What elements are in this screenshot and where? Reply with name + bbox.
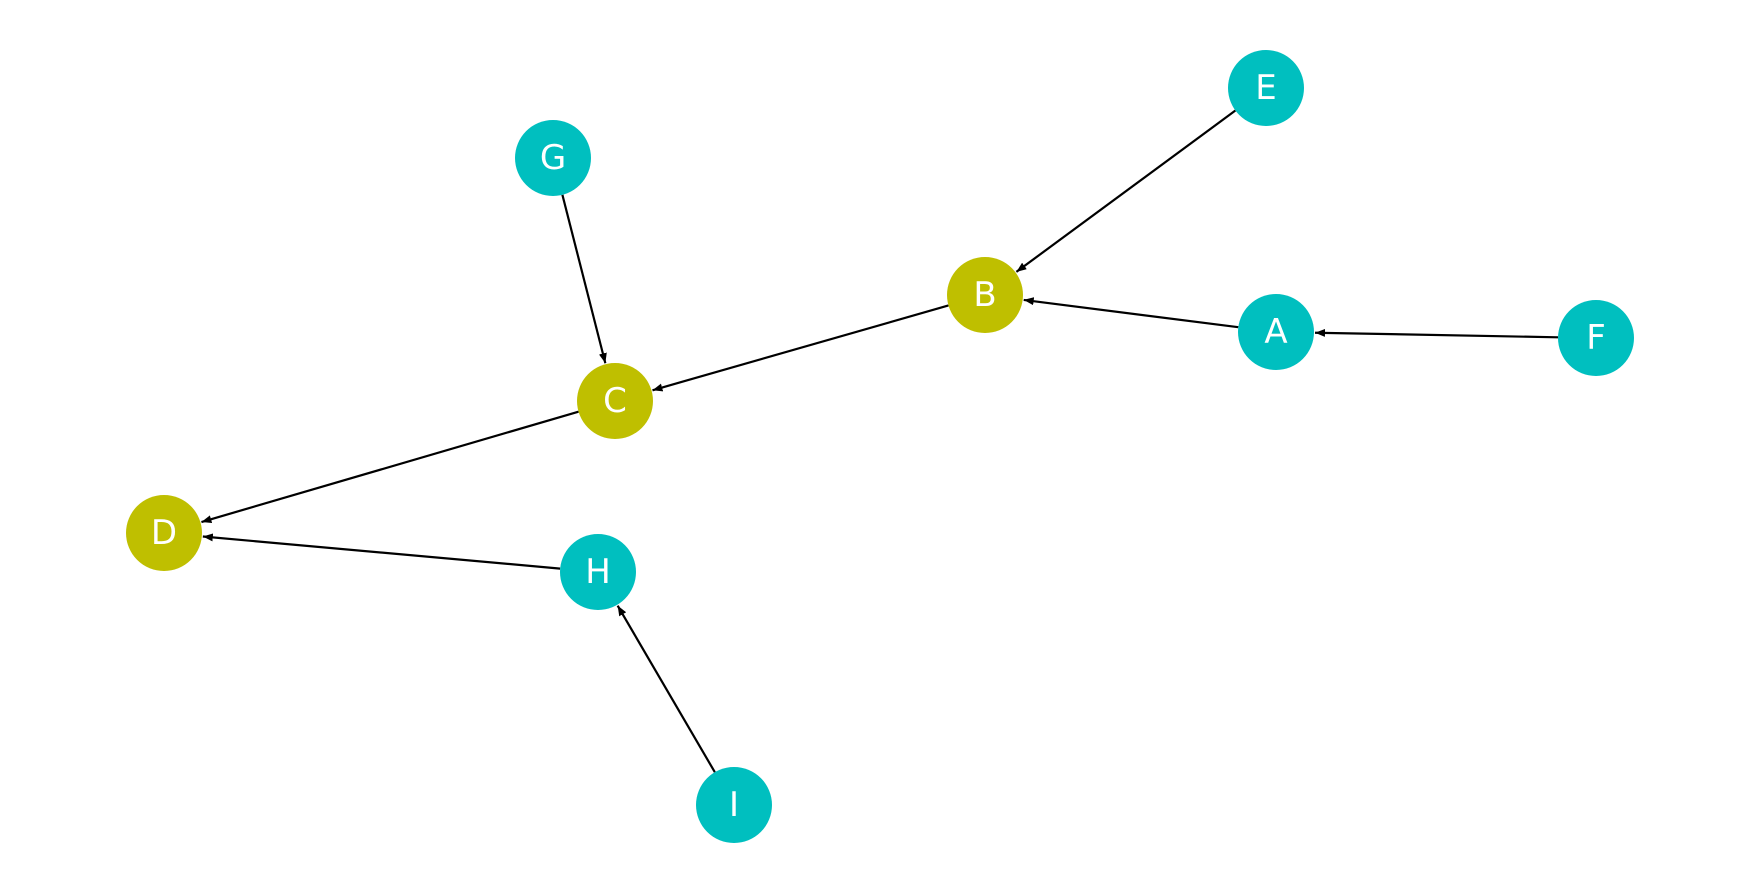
node-label-g: G bbox=[540, 138, 566, 178]
node-label-h: H bbox=[585, 552, 611, 592]
edge-e-to-b bbox=[1015, 109, 1237, 273]
node-circle-b bbox=[947, 257, 1023, 333]
node-label-i: I bbox=[729, 785, 739, 825]
node-circle-a bbox=[1238, 294, 1314, 370]
node-label-d: D bbox=[151, 513, 177, 553]
node-circle-c bbox=[577, 363, 653, 439]
edge-a-to-b bbox=[1023, 297, 1239, 329]
edges-layer bbox=[201, 109, 1559, 773]
node-e: E bbox=[1228, 50, 1304, 126]
node-f: F bbox=[1558, 300, 1634, 376]
node-circle-e bbox=[1228, 50, 1304, 126]
node-label-a: A bbox=[1264, 312, 1287, 352]
node-circle-f bbox=[1558, 300, 1634, 376]
node-label-c: C bbox=[603, 381, 627, 421]
edge-h-to-d bbox=[202, 533, 561, 570]
edge-b-to-c bbox=[652, 304, 949, 392]
edge-g-to-c bbox=[561, 194, 607, 364]
node-b: B bbox=[947, 257, 1023, 333]
node-d: D bbox=[126, 495, 202, 571]
node-circle-h bbox=[560, 534, 636, 610]
nodes-layer: A B C D E F G H I bbox=[126, 50, 1634, 843]
node-circle-i bbox=[696, 767, 772, 843]
node-c: C bbox=[577, 363, 653, 439]
node-label-e: E bbox=[1255, 68, 1276, 108]
node-i: I bbox=[696, 767, 772, 843]
edge-i-to-h bbox=[616, 605, 716, 773]
node-label-f: F bbox=[1586, 318, 1606, 358]
node-a: A bbox=[1238, 294, 1314, 370]
edge-c-to-d bbox=[201, 410, 579, 524]
node-circle-g bbox=[515, 120, 591, 196]
node-g: G bbox=[515, 120, 591, 196]
node-label-b: B bbox=[973, 275, 996, 315]
edge-f-to-a bbox=[1314, 328, 1559, 339]
node-h: H bbox=[560, 534, 636, 610]
node-circle-d bbox=[126, 495, 202, 571]
